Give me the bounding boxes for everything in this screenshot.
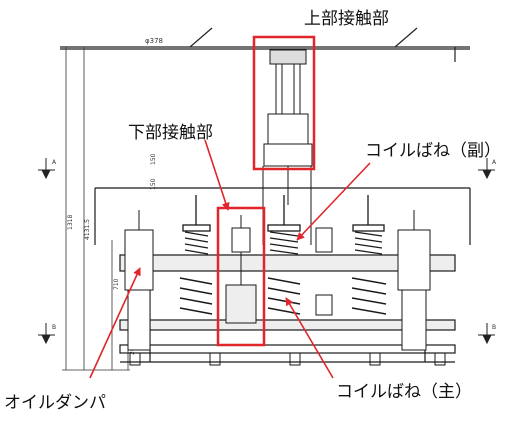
label-upper-contact: 上部接触部 [304,9,389,29]
dim-small-2: 150 [150,178,157,190]
highlight-box-lower-contact [216,206,266,347]
arrow-coil-spring-main [285,297,334,379]
lower-contact-assembly [225,215,333,324]
section-mark-ul: A [52,159,57,166]
dim-top-width: φ378 [145,37,163,45]
arrow-oil-damper [89,267,141,379]
dim-height-2: 4131.5 [84,219,91,240]
dim-height-1: 1318 [67,215,74,230]
coil-spring-sub-2 [267,195,301,255]
callout-arrows [89,139,371,379]
upper-contact-assembly [262,49,313,245]
section-mark-lr: B [492,324,496,331]
coil-springs-main [179,277,387,315]
label-coil-spring-sub: コイルばね（副） [365,141,501,161]
coil-spring-main-2 [267,277,301,315]
label-lower-contact: 下部接触部 [128,123,213,143]
oil-damper-left [124,210,154,351]
oil-damper-right [397,210,431,351]
top-rail [60,27,470,62]
left-dimension-lines [62,47,130,371]
base-feet [129,352,446,366]
section-mark-ur: A [492,159,497,166]
coil-spring-main-3 [351,277,387,315]
highlight-box-upper-contact [252,35,316,171]
section-marks [38,158,495,345]
arrow-lower-contact [204,139,230,211]
coil-spring-sub-1 [182,195,211,255]
arrow-coil-spring-sub [296,162,371,241]
coil-spring-main-1 [179,277,213,315]
coil-spring-sub-3 [352,195,385,255]
label-oil-damper: オイルダンパ [4,393,106,413]
dim-small-1: 150 [150,153,157,165]
section-mark-ll: B [52,324,56,331]
coil-springs-sub [182,195,385,255]
label-coil-spring-main: コイルばね（主） [336,382,472,402]
dim-mid-height: 710 [113,278,120,290]
